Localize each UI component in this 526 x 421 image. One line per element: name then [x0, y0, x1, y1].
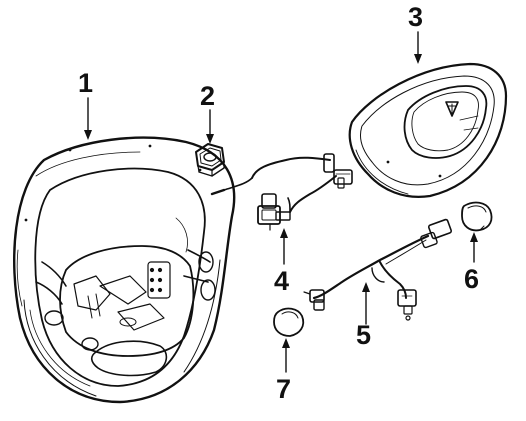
leader-arrow-6: [470, 232, 478, 242]
leader-arrow-3: [414, 54, 422, 64]
leader-arrow-4: [280, 228, 288, 238]
wiring-harness: [210, 153, 353, 231]
callout-number-3: 3: [408, 2, 424, 32]
leader-arrow-7: [282, 338, 290, 348]
callout-number-4: 4: [274, 266, 290, 296]
switch-button: [461, 201, 493, 232]
air-bag-module: [348, 62, 508, 198]
switch-wiring-harness: [303, 218, 453, 321]
leader-arrow-2: [206, 134, 214, 144]
leader-arrow-5: [362, 282, 370, 292]
nut: [195, 143, 225, 177]
steering-wheel: [13, 136, 236, 404]
callout-number-2: 2: [200, 81, 216, 111]
switch-button-lower: [273, 307, 305, 337]
leader-arrow-1: [84, 130, 92, 140]
callout-number-5: 5: [356, 320, 372, 350]
callout-number-6: 6: [464, 264, 480, 294]
callout-number-1: 1: [78, 68, 94, 98]
callout-number-7: 7: [276, 374, 292, 404]
